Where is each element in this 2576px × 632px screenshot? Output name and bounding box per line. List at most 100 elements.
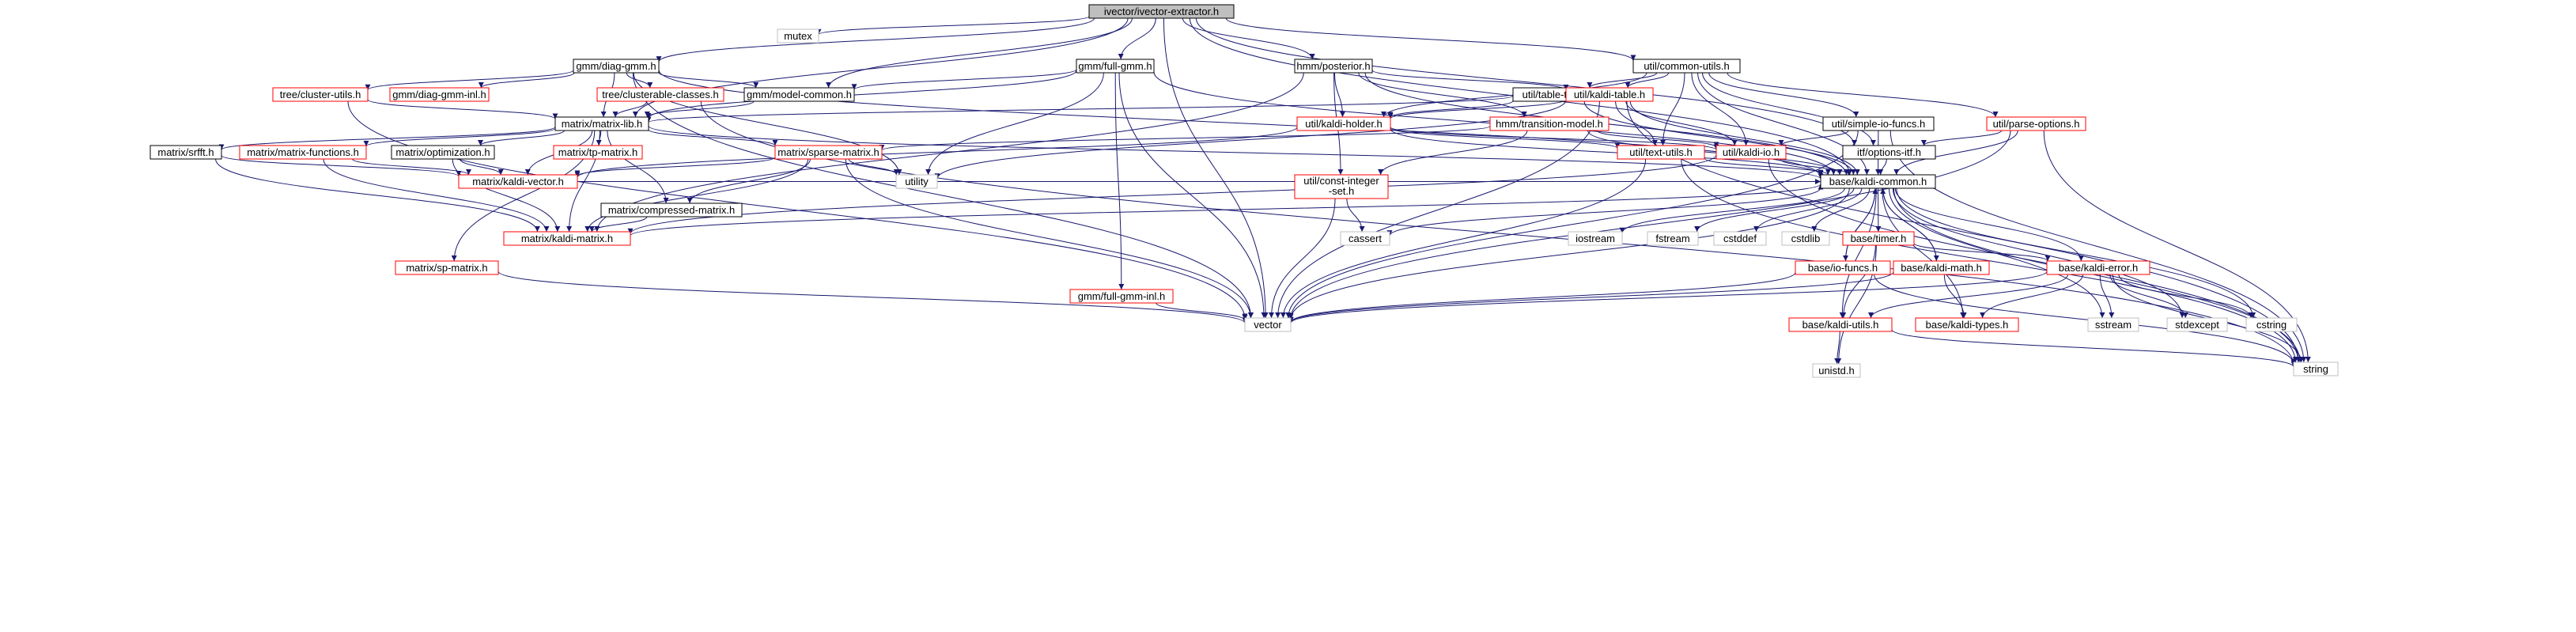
edge-full-gmm-to-model-common	[851, 69, 1077, 90]
node-box-utility	[895, 174, 938, 189]
edge-table-types-to-matrix-lib	[645, 95, 1514, 123]
edge-kaldi-table-to-utility	[934, 100, 1567, 180]
edge-const-integer-set-to-vector	[1269, 198, 1336, 319]
edge-kaldi-math-to-kaldi-common	[1880, 187, 1937, 262]
node-kaldi-math[interactable]: base/kaldi-math.h	[1893, 260, 1990, 275]
node-timer[interactable]: base/timer.h	[1842, 231, 1915, 246]
node-full-gmm-inl[interactable]: gmm/full-gmm-inl.h	[1069, 289, 1174, 304]
edge-kaldi-holder-to-text-utils	[1390, 127, 1621, 149]
edge-kaldi-math-to-vector	[1288, 271, 1894, 324]
node-box-string	[2293, 361, 2339, 377]
edge-kaldi-common-to-iostream	[1619, 187, 1845, 233]
edge-matrix-lib-to-matrix-functions	[363, 127, 556, 147]
node-diag-gmm-inl[interactable]: gmm/diag-gmm-inl.h	[389, 87, 490, 102]
node-box-cstdlib	[1781, 231, 1830, 246]
node-matrix-lib[interactable]: matrix/matrix-lib.h	[554, 116, 649, 131]
edge-full-gmm-to-matrix-lib	[645, 70, 1077, 119]
edge-kaldi-io-to-kaldi-matrix	[627, 154, 1717, 234]
node-label-const-integer-set: -set.h	[1329, 185, 1355, 197]
edge-timer-to-kaldi-error	[1913, 243, 2051, 262]
edge-kaldi-error-to-kaldi-utils	[1868, 274, 2068, 319]
node-box-posterior	[1294, 59, 1373, 74]
edge-simple-io-funcs-to-kaldi-io	[1778, 130, 1849, 146]
edge-matrix-lib-to-sparse-matrix	[648, 129, 778, 146]
edge-common-utils-to-table-types	[1587, 72, 1658, 89]
node-box-ivector-extractor	[1088, 4, 1235, 19]
node-label-matrix-functions: matrix/matrix-functions.h	[247, 146, 359, 158]
node-tp-matrix[interactable]: matrix/tp-matrix.h	[553, 145, 643, 160]
node-label-timer: base/timer.h	[1851, 233, 1907, 244]
node-label-matrix-lib: matrix/matrix-lib.h	[562, 118, 643, 130]
node-full-gmm[interactable]: gmm/full-gmm.h	[1076, 59, 1155, 74]
node-parse-options[interactable]: util/parse-options.h	[1986, 116, 2086, 131]
node-kaldi-holder[interactable]: util/kaldi-holder.h	[1296, 116, 1391, 131]
node-kaldi-types[interactable]: base/kaldi-types.h	[1915, 317, 2019, 332]
node-box-mutex	[777, 28, 819, 44]
node-srfft[interactable]: matrix/srfft.h	[149, 145, 222, 160]
node-kaldi-matrix[interactable]: matrix/kaldi-matrix.h	[503, 231, 631, 246]
edge-kaldi-common-to-cassert	[1386, 187, 1821, 237]
node-kaldi-vector[interactable]: matrix/kaldi-vector.h	[458, 174, 578, 189]
edge-kaldi-io-to-kaldi-common	[1780, 158, 1852, 176]
node-cassert: cassert	[1340, 231, 1390, 246]
edge-const-integer-set-to-cassert	[1346, 198, 1365, 233]
edge-full-gmm-to-utility	[925, 72, 1104, 176]
edge-kaldi-matrix-to-kaldi-common	[630, 184, 1824, 237]
node-cluster-utils[interactable]: tree/cluster-utils.h	[272, 87, 369, 102]
edge-kaldi-math-to-kaldi-types	[1943, 274, 1967, 319]
edge-kaldi-common-to-vector	[1288, 187, 1850, 320]
node-box-text-utils	[1617, 145, 1705, 160]
edge-ivector-extractor-to-diag-gmm	[656, 17, 1095, 62]
node-common-utils[interactable]: util/common-utils.h	[1632, 59, 1741, 74]
node-kaldi-common[interactable]: base/kaldi-common.h	[1820, 174, 1936, 189]
node-transition-model[interactable]: hmm/transition-model.h	[1489, 116, 1610, 131]
edge-clusterable-classes-to-string	[700, 100, 2297, 365]
node-kaldi-error[interactable]: base/kaldi-error.h	[2046, 260, 2150, 275]
edge-full-gmm-to-vector	[1118, 72, 1267, 319]
node-box-stdexcept	[2166, 317, 2228, 332]
node-kaldi-table[interactable]: util/kaldi-table.h	[1565, 87, 1654, 102]
node-label-stdexcept: stdexcept	[2175, 319, 2219, 331]
edge-diag-gmm-to-clusterable-classes	[626, 72, 653, 89]
node-sstream: sstream	[2087, 317, 2139, 332]
node-posterior[interactable]: hmm/posterior.h	[1294, 59, 1373, 74]
node-box-diag-gmm	[573, 59, 660, 74]
node-box-clusterable-classes	[596, 87, 724, 102]
edge-posterior-to-kaldi-holder	[1334, 72, 1345, 118]
node-io-funcs[interactable]: base/io-funcs.h	[1795, 260, 1891, 275]
edge-diag-gmm-to-vector	[632, 72, 1254, 319]
node-clusterable-classes[interactable]: tree/clusterable-classes.h	[596, 87, 724, 102]
node-sparse-matrix[interactable]: matrix/sparse-matrix.h	[774, 145, 883, 160]
edge-common-utils-to-kaldi-table	[1625, 72, 1669, 89]
edge-ivector-extractor-to-common-utils	[1225, 17, 1636, 61]
node-label-common-utils: util/common-utils.h	[1644, 60, 1729, 72]
node-matrix-functions[interactable]: matrix/matrix-functions.h	[239, 145, 367, 160]
node-compressed-matrix[interactable]: matrix/compressed-matrix.h	[600, 202, 743, 218]
edge-parse-options-to-vector	[1288, 130, 2011, 319]
node-model-common[interactable]: gmm/model-common.h	[743, 87, 855, 102]
node-mutex: mutex	[777, 28, 819, 44]
edge-kaldi-common-to-kaldi-types	[1882, 187, 1966, 319]
edge-matrix-lib-to-srfft	[218, 127, 556, 150]
node-simple-io-funcs[interactable]: util/simple-io-funcs.h	[1822, 116, 1935, 131]
node-box-fstream	[1647, 231, 1699, 246]
node-label-cstdlib: cstdlib	[1791, 233, 1821, 244]
node-box-optimization	[391, 145, 495, 160]
node-diag-gmm[interactable]: gmm/diag-gmm.h	[573, 59, 660, 74]
edge-kaldi-error-to-sstream	[2099, 274, 2115, 319]
node-optimization[interactable]: matrix/optimization.h	[391, 145, 495, 160]
node-box-matrix-functions	[239, 145, 367, 160]
node-ivector-extractor[interactable]: ivector/ivector-extractor.h	[1088, 4, 1235, 19]
node-box-kaldi-io	[1715, 145, 1787, 160]
node-const-integer-set[interactable]: util/const-integer-set.h	[1294, 174, 1389, 199]
node-sp-matrix[interactable]: matrix/sp-matrix.h	[395, 260, 499, 275]
edge-ivector-extractor-to-matrix-lib	[632, 17, 1129, 118]
node-options-itf[interactable]: itf/options-itf.h	[1842, 145, 1936, 160]
node-label-kaldi-table: util/kaldi-table.h	[1574, 89, 1645, 100]
edge-posterior-to-kaldi-matrix	[594, 72, 1304, 233]
edge-transition-model-to-kaldi-io	[1596, 130, 1719, 148]
edge-transition-model-to-kaldi-common	[1587, 130, 1843, 176]
node-kaldi-io[interactable]: util/kaldi-io.h	[1715, 145, 1787, 160]
node-kaldi-utils[interactable]: base/kaldi-utils.h	[1788, 317, 1893, 332]
node-text-utils[interactable]: util/text-utils.h	[1617, 145, 1705, 160]
